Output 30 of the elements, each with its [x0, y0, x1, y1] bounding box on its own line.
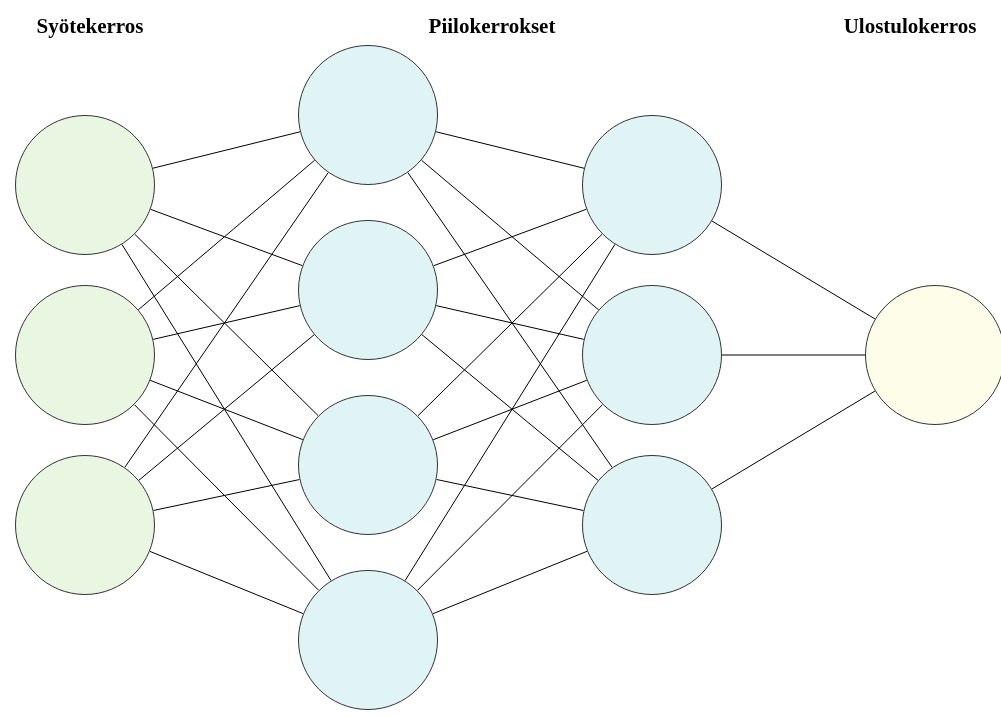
connection-line: [137, 159, 316, 311]
connection-line: [153, 479, 300, 511]
connection-line: [721, 354, 866, 356]
connection-line: [150, 208, 303, 267]
connection-line: [436, 478, 584, 512]
connection-line: [435, 131, 585, 169]
connection-line: [432, 550, 588, 615]
layer-heading: Ulostulokerros: [843, 14, 977, 39]
connection-line: [133, 404, 320, 591]
connection-line: [149, 550, 304, 615]
connection-line: [121, 243, 332, 582]
connection-line: [417, 233, 603, 417]
connection-line: [124, 172, 329, 468]
connection-line: [134, 233, 319, 417]
connection-line: [416, 404, 604, 591]
connection-line: [711, 390, 876, 490]
connection-line: [149, 379, 304, 441]
connection-line: [404, 243, 616, 582]
connection-line: [420, 159, 600, 311]
layer-heading: Syötekerros: [36, 14, 144, 39]
connection-line: [432, 379, 588, 441]
connection-line: [421, 334, 599, 481]
connection-line: [435, 305, 585, 340]
layer-heading: Piilokerrokset: [428, 14, 556, 39]
connection-line: [407, 172, 613, 468]
connection-line: [711, 220, 876, 320]
connection-line: [433, 208, 587, 267]
connection-line: [138, 334, 315, 481]
connection-line: [152, 305, 301, 340]
connection-line: [152, 131, 301, 169]
